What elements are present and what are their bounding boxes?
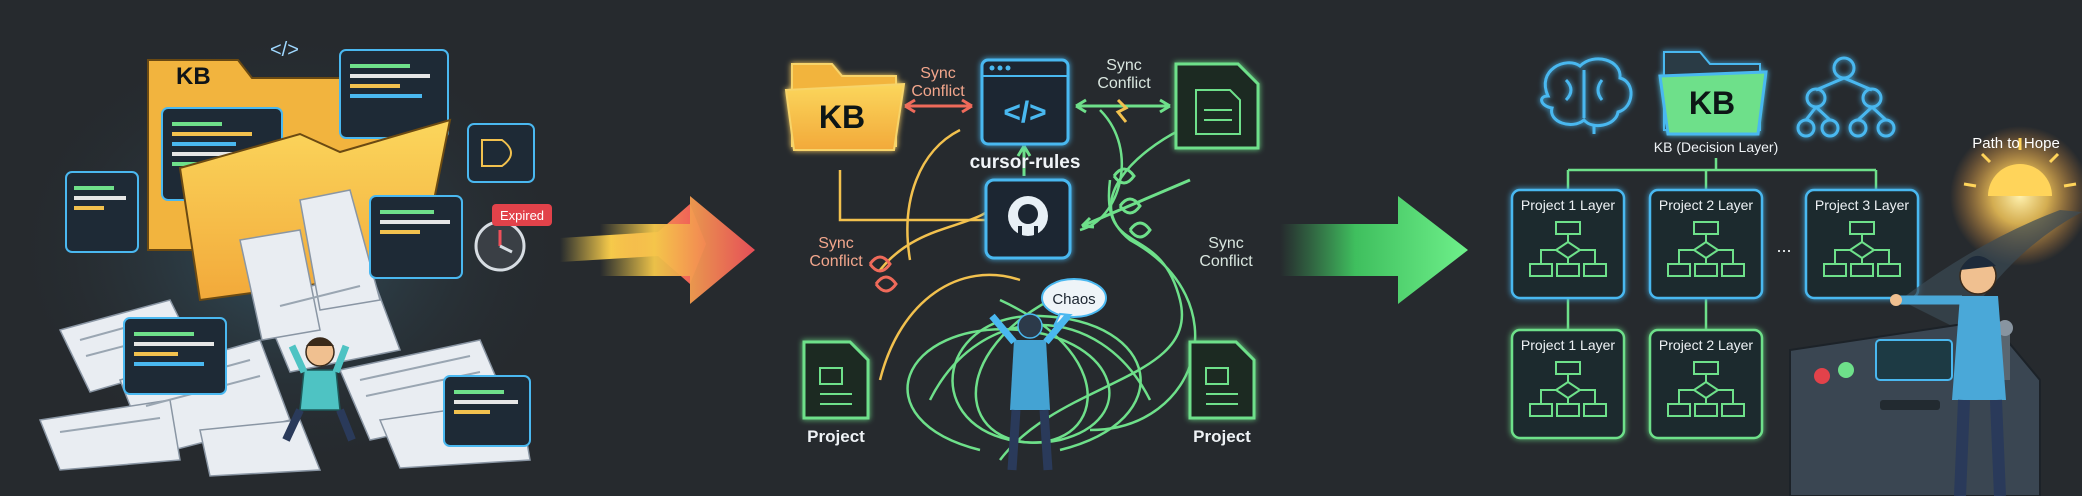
cursor-rules-window: </> — [980, 58, 1070, 146]
project-node-right — [1188, 340, 1256, 420]
right-panel: KB KB (Decision Layer) Project 1 Layer — [1510, 51, 2082, 496]
kb-decision-folder: KB — [1658, 51, 1768, 136]
project-left-label: Project — [807, 427, 865, 446]
kb-decision-caption: KB (Decision Layer) — [1654, 139, 1779, 155]
layer-card-top-1: Project 1 Layer — [1510, 188, 1626, 300]
sync-conflict-line2: Conflict — [1199, 253, 1253, 270]
sync-conflict-line2: Conflict — [911, 83, 965, 100]
code-screen — [369, 195, 463, 279]
sync-conflict-line1: Sync — [1208, 235, 1244, 252]
expired-badge: Expired — [492, 204, 552, 226]
transition-arrow-chaos — [600, 196, 755, 304]
project-right-label: Project — [1193, 427, 1251, 446]
kb-folder-node: KB — [784, 63, 906, 151]
code-screen — [65, 171, 139, 253]
sync-conflict-line2: Conflict — [809, 253, 863, 270]
code-screen — [123, 317, 227, 395]
kb-node-label: KB — [819, 99, 865, 135]
left-panel: KB </> — [0, 20, 580, 480]
brain-icon — [1540, 57, 1633, 134]
code-tag-label: </> — [270, 39, 299, 61]
flowchart-icon — [1529, 361, 1607, 417]
path-to-hope-label: Path to Hope — [1972, 135, 2060, 152]
tangled-cables — [838, 109, 1197, 461]
kb-folder-label: KB — [176, 63, 211, 90]
layer-card-title: Project 2 Layer — [1659, 337, 1753, 353]
flowchart-icon — [1667, 221, 1745, 277]
layer-card-top-3: Project 3 Layer — [1804, 188, 1920, 300]
layer-card-title: Project 3 Layer — [1815, 197, 1909, 213]
sync-conflict-mid-right: Sync Conflict — [1199, 235, 1253, 270]
sync-conflict-top-right: Sync Conflict — [1097, 57, 1151, 92]
hierarchy-connectors — [1566, 158, 1878, 330]
sun-rays — [1963, 138, 2077, 188]
stressed-developer — [282, 337, 356, 442]
logic-gate-screen — [467, 123, 535, 183]
hierarchy-icon — [1796, 56, 1896, 138]
layer-card-bottom-2: Project 2 Layer — [1648, 328, 1764, 440]
code-screen — [443, 375, 531, 447]
layer-card-bottom-1: Project 1 Layer — [1510, 328, 1626, 440]
sync-conflict-line1: Sync — [818, 235, 854, 252]
chaos-label: Chaos — [1052, 291, 1095, 308]
sync-conflict-mid-left: Sync Conflict — [809, 235, 863, 270]
confused-developer — [989, 313, 1071, 471]
document-node — [1174, 62, 1260, 150]
layer-card-title: Project 2 Layer — [1659, 197, 1753, 213]
github-node — [984, 178, 1072, 260]
lightning-icon — [1115, 98, 1129, 123]
sun-icon — [1988, 164, 2052, 196]
kb-decision-label: KB — [1689, 85, 1735, 121]
flowchart-icon — [1667, 361, 1745, 417]
transition-arrow-order — [1280, 196, 1468, 304]
hopeful-developer — [1890, 255, 2006, 496]
ellipsis-label: ... — [1776, 236, 1791, 256]
flowchart-icon — [1529, 221, 1607, 277]
sync-conflict-line2: Conflict — [1097, 75, 1151, 92]
code-brackets-icon: </> — [1003, 96, 1046, 129]
project-node-left — [802, 340, 870, 420]
expired-badge-label: Expired — [500, 208, 544, 223]
flowchart-icon — [1823, 221, 1901, 277]
sync-conflict-line1: Sync — [1106, 57, 1142, 74]
sync-conflict-top-left: Sync Conflict — [911, 65, 965, 100]
middle-panel: KB </> cursor-rules — [784, 57, 1260, 471]
knot-icons — [868, 167, 1152, 293]
layer-card-top-2: Project 2 Layer — [1648, 188, 1764, 300]
layer-card-title: Project 1 Layer — [1521, 197, 1615, 213]
sync-conflict-line1: Sync — [920, 65, 956, 82]
cursor-rules-label: cursor-rules — [970, 152, 1081, 173]
layer-card-title: Project 1 Layer — [1521, 337, 1615, 353]
